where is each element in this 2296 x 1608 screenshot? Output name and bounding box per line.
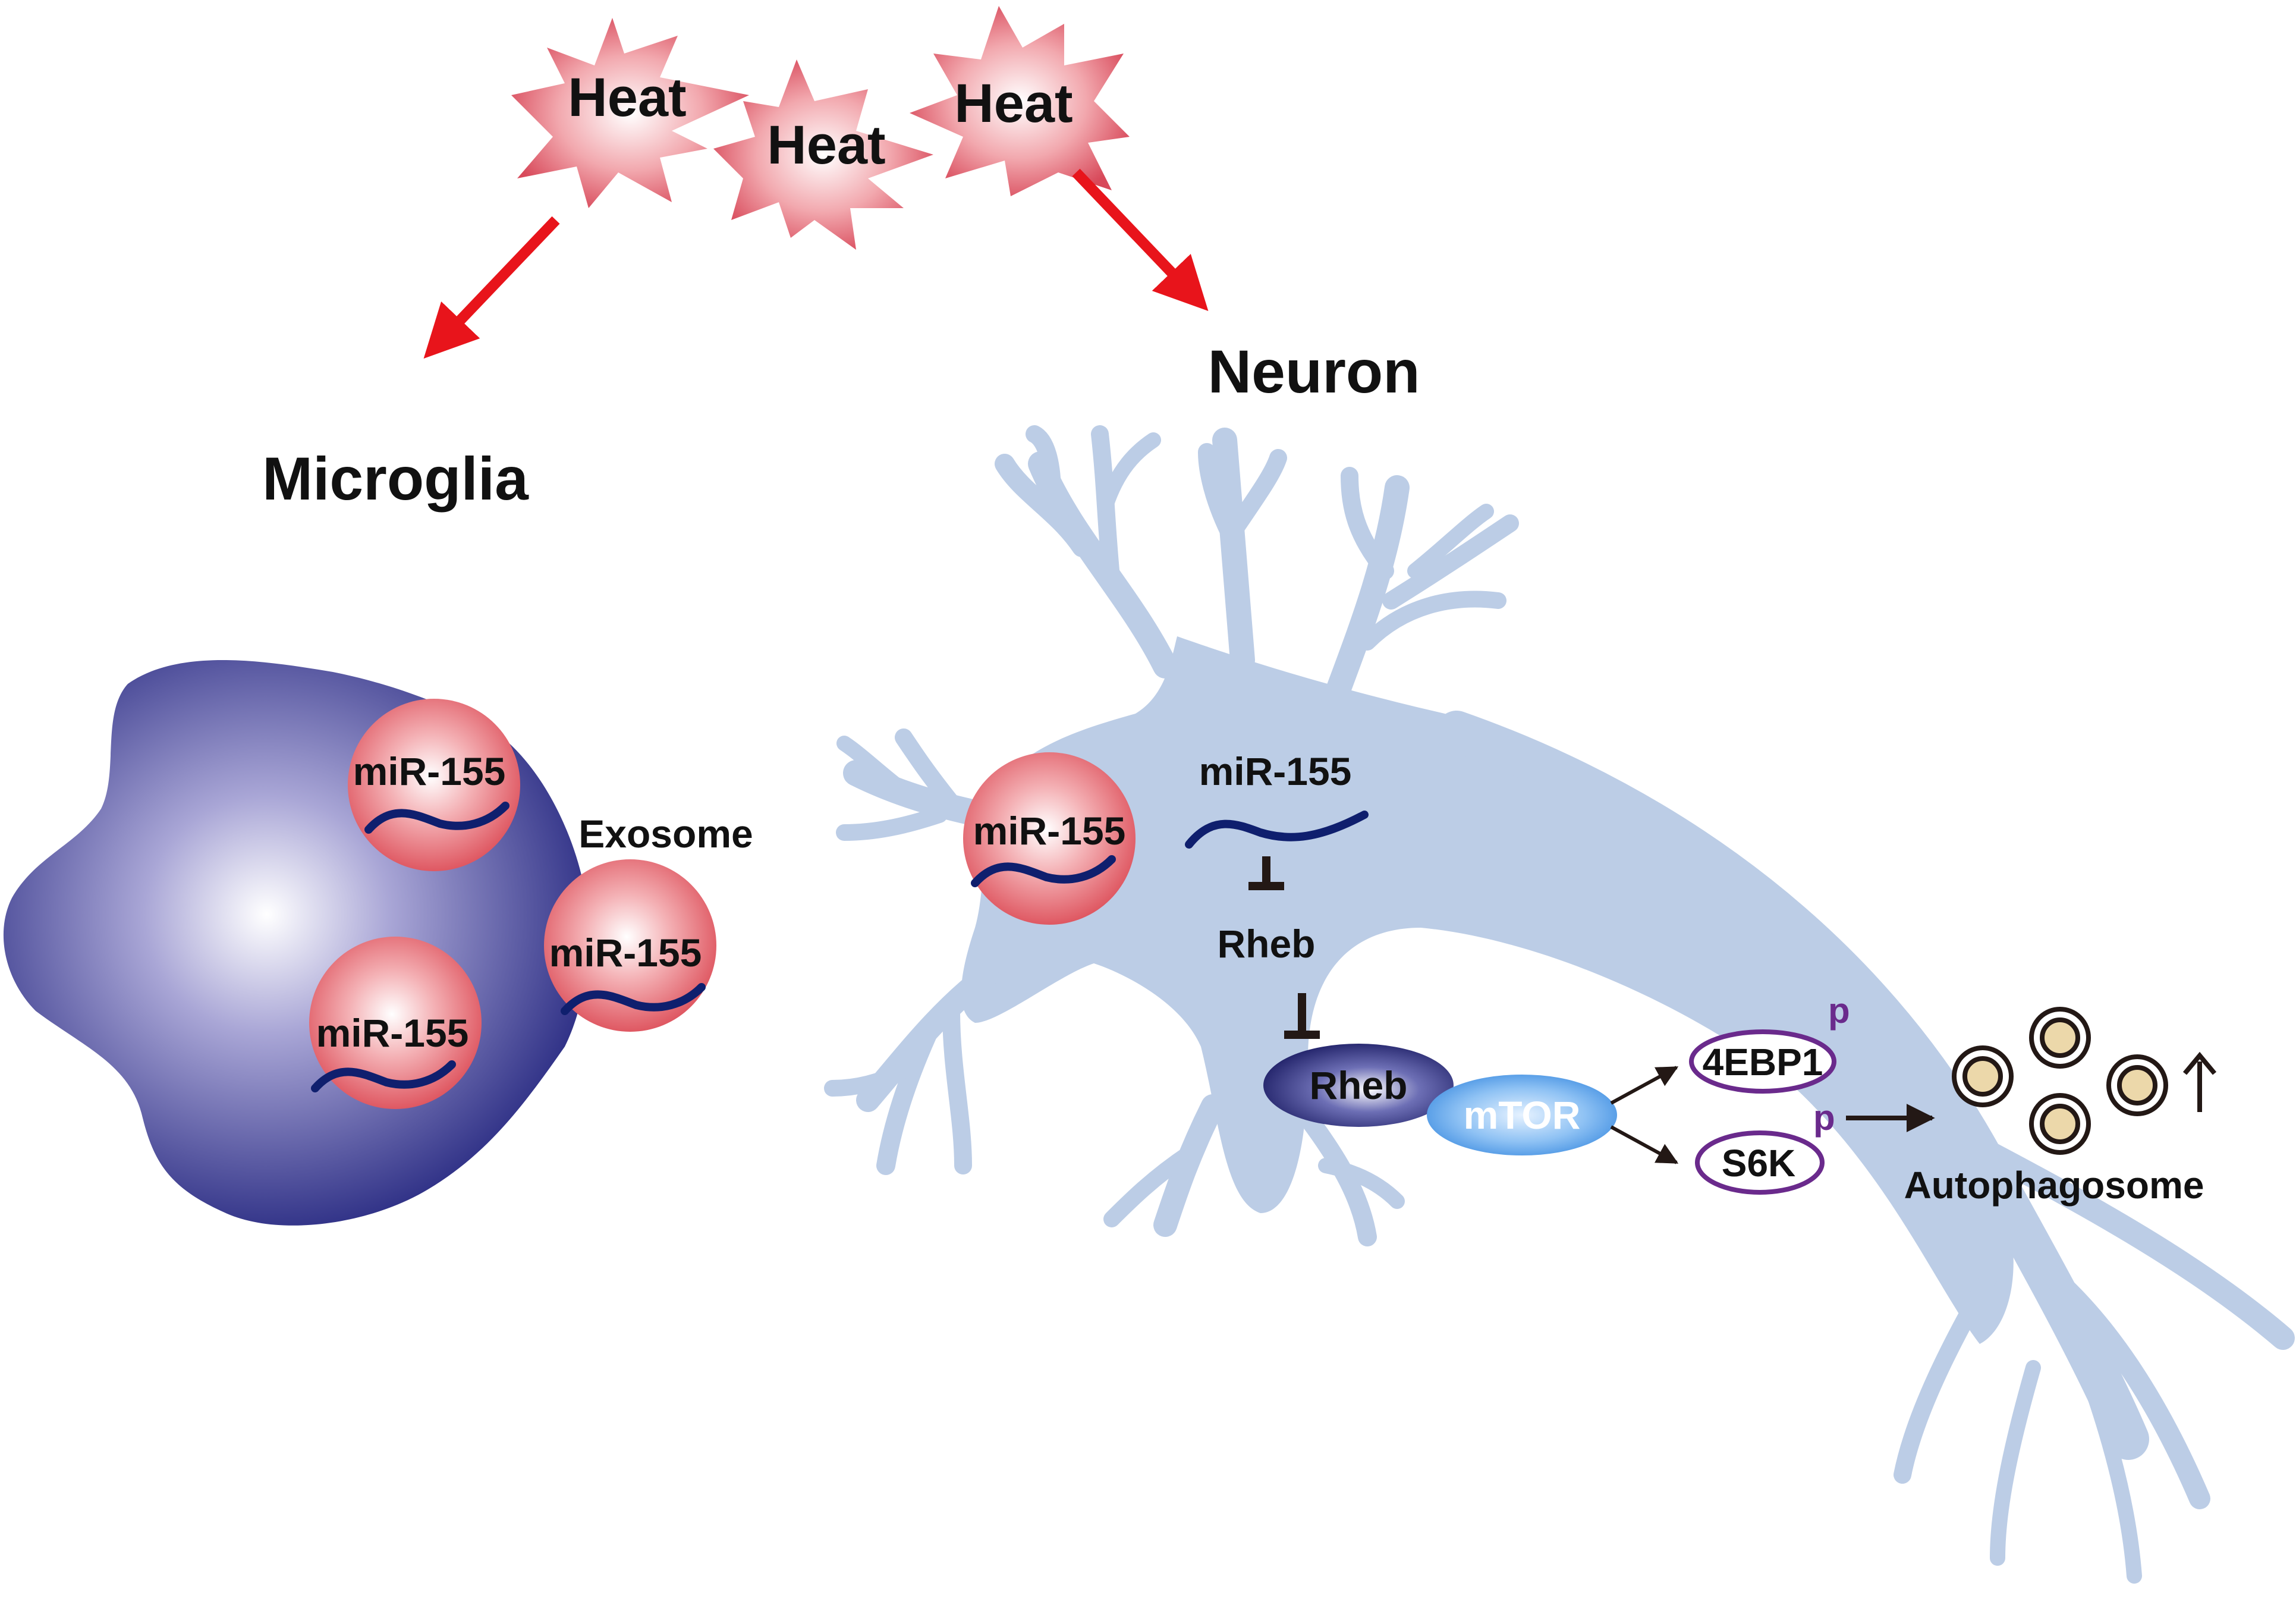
exosome-sphere	[963, 752, 1136, 925]
dendrite	[1098, 432, 1161, 513]
exosome-2: miR-155	[544, 859, 716, 1032]
neuron-label: Neuron	[1208, 338, 1420, 406]
autophagosome-cluster	[1952, 1007, 2168, 1155]
s6k-label: S6K	[1722, 1142, 1796, 1185]
mtor-node: mTOR	[1427, 1075, 1617, 1155]
mirna-strand	[561, 983, 706, 1015]
exosome-sphere	[309, 937, 482, 1109]
dendrite	[995, 454, 1092, 557]
dendrite	[1198, 443, 1240, 544]
heat-label: Heat	[767, 115, 885, 175]
dendrite	[1103, 1145, 1197, 1227]
heat-burst-3: Heat	[910, 6, 1130, 196]
neuron-soma	[961, 636, 2014, 1344]
mirna-strand	[364, 802, 509, 834]
heat-to-neuron-arrow	[1072, 168, 1209, 312]
dendrite	[1298, 1108, 1377, 1246]
heat-star	[910, 6, 1130, 196]
dendrite	[1359, 591, 1506, 651]
dendrite	[1026, 425, 1061, 503]
dendrite	[1318, 1158, 1405, 1209]
dendrite	[876, 1025, 937, 1175]
autophagosome-icon	[2029, 1007, 2091, 1069]
autophagosome-icon	[2106, 1054, 2168, 1116]
mirna-strand	[311, 1060, 456, 1092]
4ebp1-phospho: p	[1828, 991, 1850, 1031]
exosome-sphere	[348, 699, 520, 871]
dendrite	[1382, 514, 1519, 610]
heat-label: Heat	[568, 67, 686, 128]
dendrite	[1212, 428, 1255, 673]
rheb-node: Rheb	[1263, 1044, 1454, 1127]
inhibition-mir-rheb	[1248, 856, 1284, 890]
dendrite	[836, 806, 948, 841]
mir-label: miR-155	[353, 749, 506, 793]
mir155-free-label: miR-155	[1199, 749, 1352, 793]
dendrite	[1407, 504, 1494, 579]
mir-label: miR-155	[973, 809, 1126, 853]
mirna-strand	[971, 855, 1116, 887]
s6k-node: S6K p	[1695, 1098, 1835, 1195]
4ebp1-label: 4EBP1	[1703, 1041, 1823, 1083]
exosome-1: miR-155	[348, 699, 520, 871]
dendrite	[895, 728, 960, 812]
axon-branch	[2061, 1318, 2142, 1584]
mirna-strand-free	[1185, 811, 1369, 849]
s6k-phospho: p	[1813, 1098, 1835, 1138]
axon-branch	[1894, 1264, 2001, 1484]
exosome-4: miR-155	[963, 752, 1136, 925]
axon-branch	[2023, 1250, 2210, 1509]
heat-star	[713, 59, 933, 250]
exosome-3: miR-155	[309, 937, 482, 1109]
dendrite	[1319, 475, 1410, 720]
mir-label: miR-155	[316, 1011, 469, 1055]
heat-burst-2: Heat	[713, 59, 933, 250]
dendrite	[1222, 449, 1287, 544]
heat-star	[511, 18, 749, 208]
mtor-to-s6k-arrow	[1610, 1125, 1679, 1164]
rheb-text-label: Rheb	[1218, 922, 1316, 966]
dendrite	[824, 1062, 912, 1097]
4ebp1-node: 4EBP1 p	[1689, 991, 1850, 1094]
exosome-label: Exosome	[578, 812, 753, 856]
autophagosome-icon	[2029, 1093, 2091, 1155]
mtor-node-label: mTOR	[1464, 1093, 1581, 1137]
autophagosome-icon	[1952, 1045, 2014, 1107]
increase-up-arrow-icon	[2182, 1051, 2217, 1112]
inhibition-rheb-node	[1284, 993, 1320, 1039]
neuron-cell	[824, 425, 2295, 1584]
axon-branch	[1990, 1360, 2041, 1566]
heat-label: Heat	[954, 73, 1072, 134]
dendrite	[942, 1002, 972, 1174]
rheb-node-label: Rheb	[1310, 1063, 1408, 1107]
exosome-sphere	[544, 859, 716, 1032]
microglia-label: Microglia	[262, 445, 529, 513]
dendrite	[1153, 1094, 1225, 1237]
mir-label: miR-155	[549, 931, 702, 975]
dendrite	[1341, 467, 1394, 580]
axon-branch	[1968, 1136, 2295, 1350]
heat-to-microglia-arrow	[423, 216, 560, 359]
heat-burst-1: Heat	[511, 18, 749, 208]
autophagosome-label: Autophagosome	[1904, 1164, 2204, 1207]
mtor-to-4ebp1-arrow	[1610, 1066, 1679, 1105]
dendrite	[836, 736, 911, 799]
